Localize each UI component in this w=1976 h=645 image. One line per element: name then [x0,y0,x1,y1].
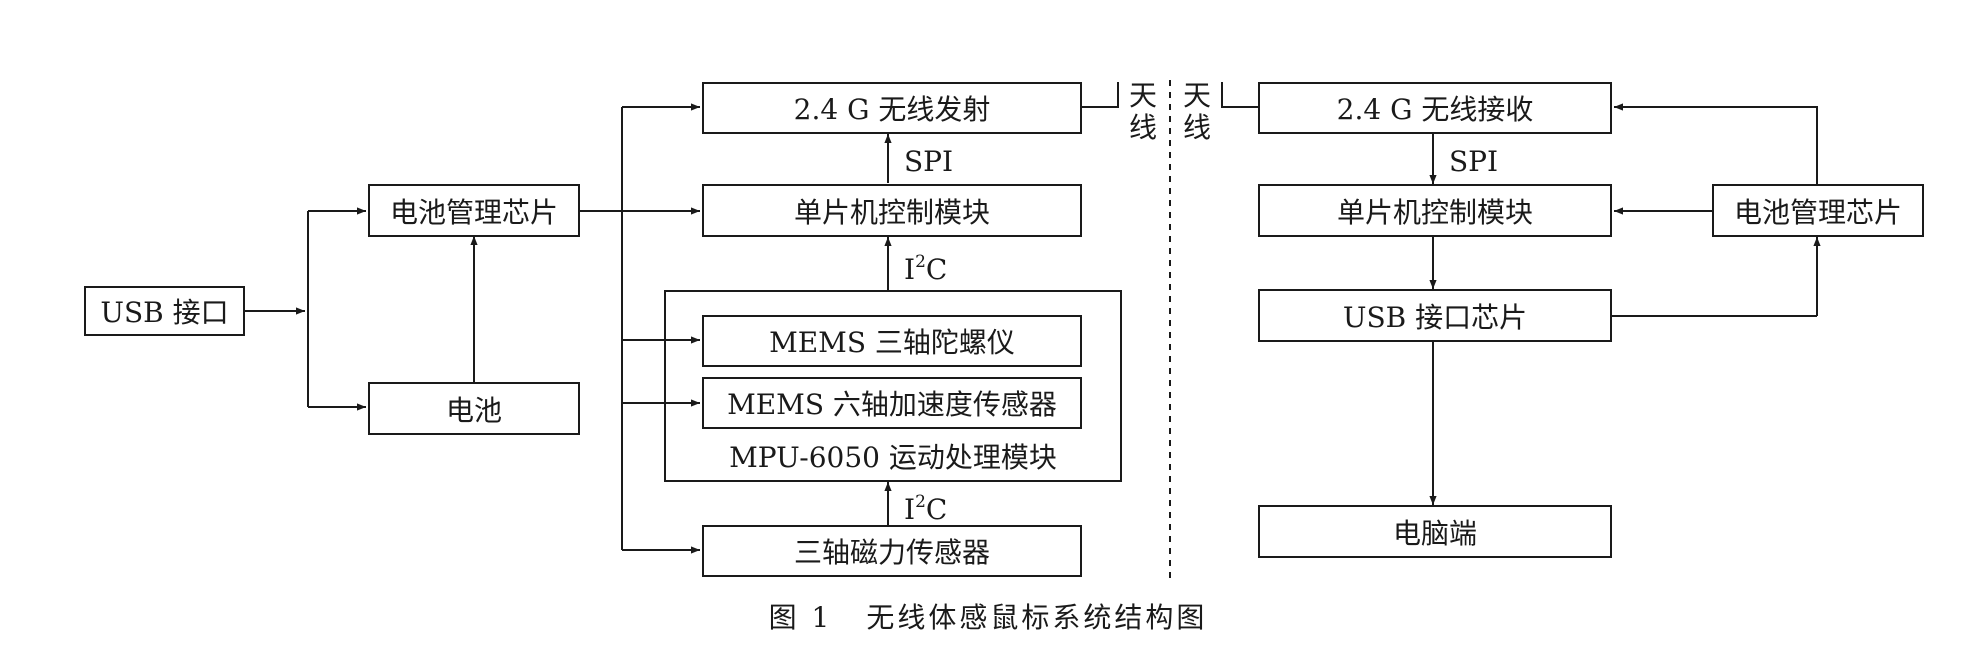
i2c-bottom-superscript: 2 [915,492,926,512]
battery-mgmt-label-right: 电池管理芯片 [1733,195,1902,229]
battery-label: 电池 [445,393,502,427]
mpu-module-label: MPU-6050 运动处理模块 [729,441,1057,474]
i2c-bottom-letter: I [904,493,916,526]
gyro-label: MEMS 三轴陀螺仪 [769,326,1015,359]
wireless-rx-label: 2.4 G 无线接收 [1336,93,1534,126]
mcu-box-left: 单片机控制模块 [702,184,1082,237]
spi-label-left: SPI [904,145,954,178]
figure-caption: 图 1 无线体感鼠标系统结构图 [0,604,1976,632]
i2c-label-bottom: I2C [904,494,947,524]
battery-mgmt-box-right: 电池管理芯片 [1712,184,1924,237]
i2c-label-top: I2C [904,254,947,284]
pc-label: 电脑端 [1392,516,1477,550]
magnetometer-label: 三轴磁力传感器 [793,536,990,569]
battery-mgmt-box-left: 电池管理芯片 [368,184,580,237]
wireless-tx-label: 2.4 G 无线发射 [793,93,991,126]
accel-label: MEMS 六轴加速度传感器 [727,388,1057,421]
pc-box: 电脑端 [1258,505,1612,558]
battery-mgmt-label-left: 电池管理芯片 [389,195,558,229]
wireless-tx-box: 2.4 G 无线发射 [702,82,1082,134]
mpu-module-group [664,290,1122,482]
gyro-box: MEMS 三轴陀螺仪 [702,315,1082,367]
figure-number: 图 1 [768,601,833,634]
antenna-label-left: 天线 [1128,79,1157,144]
antenna-bracket-left [1082,82,1119,108]
mcu-label-right: 单片机控制模块 [1336,195,1533,229]
mcu-label-left: 单片机控制模块 [793,195,990,229]
i2c-top-superscript: 2 [915,252,926,272]
antenna-label-right: 天线 [1182,79,1211,144]
wireless-rx-box: 2.4 G 无线接收 [1258,82,1612,134]
magnetometer-box: 三轴磁力传感器 [702,525,1082,577]
mgmt-to-rx-line [1614,103,1818,184]
i2c-bottom-tail: C [925,493,948,526]
battery-box: 电池 [368,382,580,435]
antenna-bracket-right [1221,82,1258,108]
usb-port-label: USB 接口 [100,296,229,329]
i2c-top-tail: C [925,253,948,286]
usb-chip-box: USB 接口芯片 [1258,289,1612,342]
usb-chip-label: USB 接口芯片 [1342,300,1528,334]
mcu-box-right: 单片机控制模块 [1258,184,1612,237]
i2c-top-letter: I [904,253,916,286]
usb-port-box: USB 接口 [84,286,245,336]
accel-box: MEMS 六轴加速度传感器 [702,377,1082,429]
figure-title: 无线体感鼠标系统结构图 [866,601,1208,634]
spi-label-right: SPI [1449,145,1499,178]
